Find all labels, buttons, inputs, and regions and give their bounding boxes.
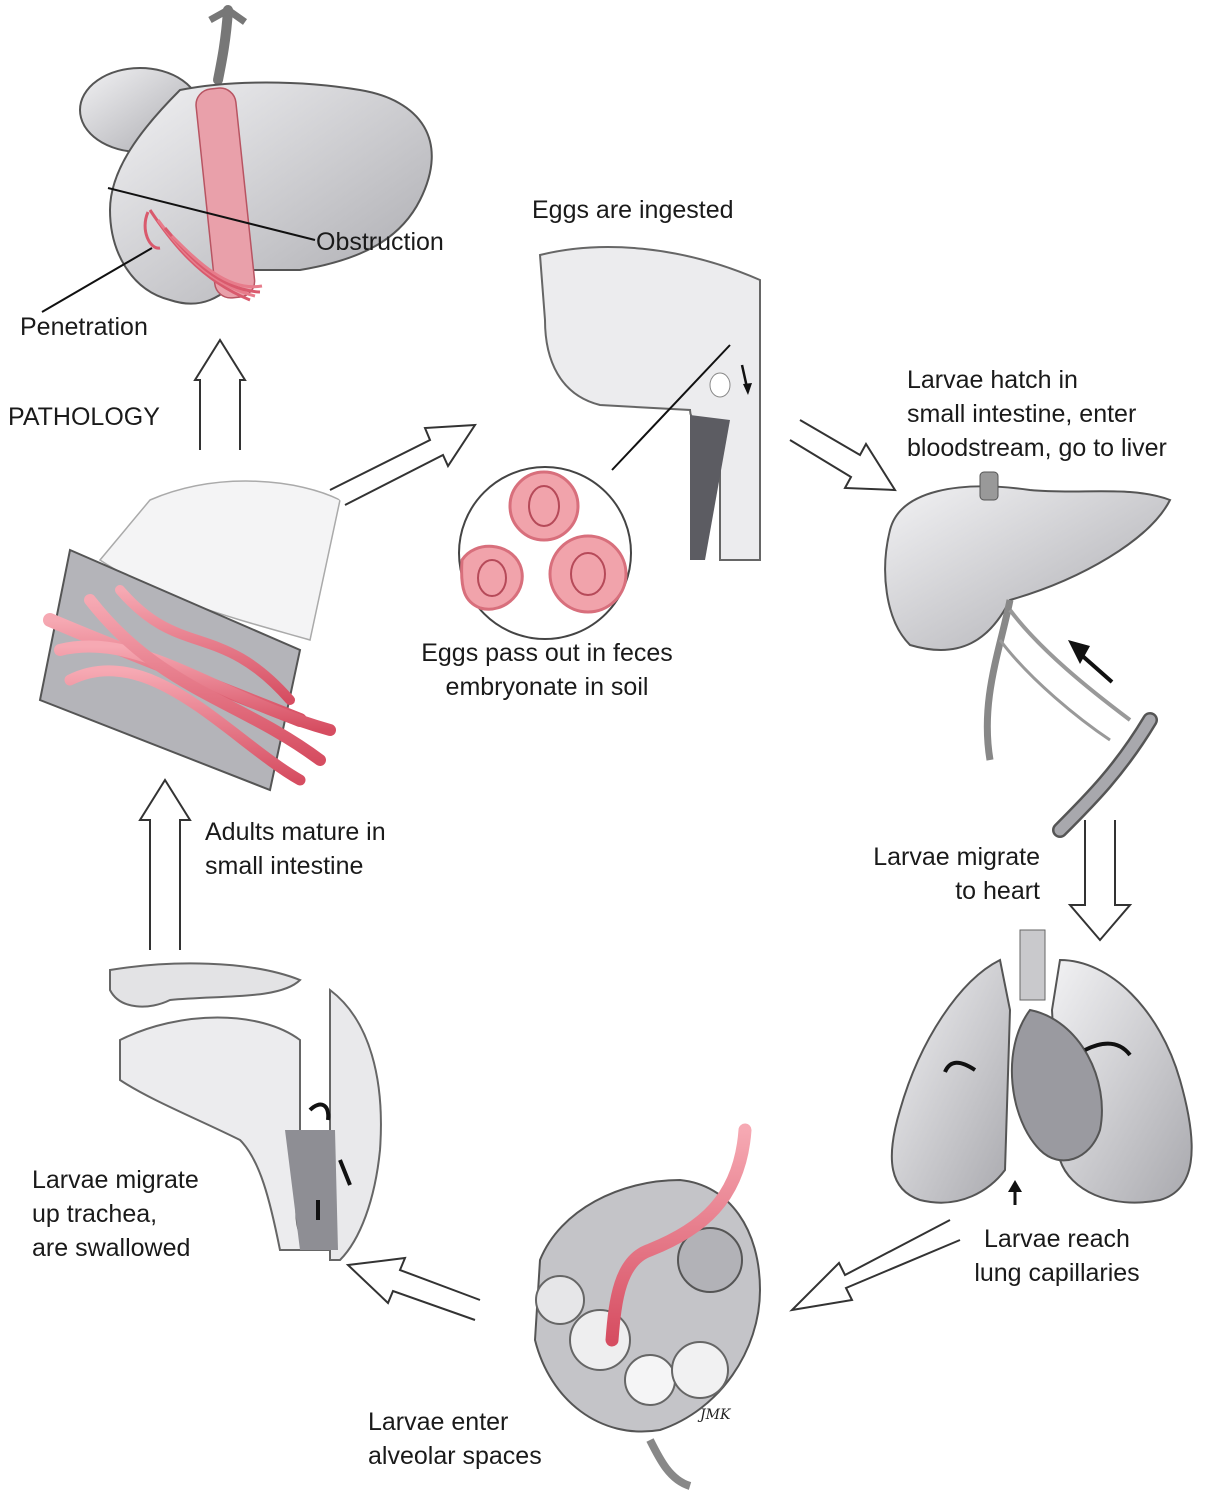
- label-larvae-trachea-line-3: are swallowed: [32, 1231, 199, 1265]
- label-larvae-trachea-line-2: up trachea,: [32, 1197, 199, 1231]
- label-adults-mature-line-1: Adults mature in: [205, 815, 386, 849]
- label-eggs-feces-line-1: Eggs pass out in feces: [392, 636, 702, 670]
- egg-2: [550, 536, 626, 612]
- arrow-to-adults: [140, 780, 190, 950]
- arrow-to-head: [330, 425, 475, 505]
- egg-3: [462, 546, 523, 609]
- label-larvae-to-heart-line-1: Larvae migrate: [840, 840, 1040, 874]
- label-adults-mature-line-2: small intestine: [205, 849, 386, 883]
- label-larvae-alveolar-line-2: alveolar spaces: [368, 1439, 542, 1473]
- adult-worms-intestine-illustration: [40, 481, 340, 790]
- label-larvae-lung: Larvae reach lung capillaries: [952, 1222, 1162, 1290]
- egg-1: [510, 472, 578, 540]
- label-adults-mature: Adults mature in small intestine: [205, 815, 386, 883]
- heart-and-lungs-illustration: [892, 930, 1192, 1205]
- label-larvae-hatch-line-2: small intestine, enter: [907, 397, 1167, 431]
- label-larvae-trachea-line-1: Larvae migrate: [32, 1163, 199, 1197]
- label-larvae-hatch: Larvae hatch in small intestine, enter b…: [907, 363, 1167, 465]
- label-eggs-feces: Eggs pass out in feces embryonate in soi…: [392, 636, 702, 704]
- arrow-to-alveoli: [792, 1220, 960, 1310]
- label-eggs-ingested: Eggs are ingested: [532, 193, 734, 227]
- magnified-eggs-circle: [459, 467, 631, 639]
- arrow-to-trachea: [348, 1258, 480, 1320]
- arrow-to-lungs: [1070, 820, 1130, 940]
- arrow-to-liver: [790, 420, 895, 490]
- alveoli-illustration: [535, 1130, 760, 1486]
- obstructed-intestine-illustration: [42, 10, 432, 312]
- artist-signature: JMK: [700, 1398, 730, 1432]
- label-larvae-hatch-line-1: Larvae hatch in: [907, 363, 1167, 397]
- liver-illustration: [885, 472, 1170, 830]
- label-larvae-alveolar: Larvae enter alveolar spaces: [368, 1405, 542, 1473]
- label-larvae-hatch-line-3: bloodstream, go to liver: [907, 431, 1167, 465]
- label-penetration: Penetration: [20, 310, 148, 344]
- label-eggs-feces-line-2: embryonate in soil: [392, 670, 702, 704]
- label-larvae-to-heart: Larvae migrate to heart: [840, 840, 1040, 908]
- label-larvae-trachea: Larvae migrate up trachea, are swallowed: [32, 1163, 199, 1265]
- arrow-to-pathology: [195, 340, 245, 450]
- label-larvae-lung-line-1: Larvae reach: [952, 1222, 1162, 1256]
- label-pathology: PATHOLOGY: [8, 400, 160, 434]
- label-larvae-to-heart-line-2: to heart: [840, 874, 1040, 908]
- label-larvae-lung-line-2: lung capillaries: [952, 1256, 1162, 1290]
- label-obstruction: Obstruction: [316, 225, 444, 259]
- label-larvae-alveolar-line-1: Larvae enter: [368, 1405, 542, 1439]
